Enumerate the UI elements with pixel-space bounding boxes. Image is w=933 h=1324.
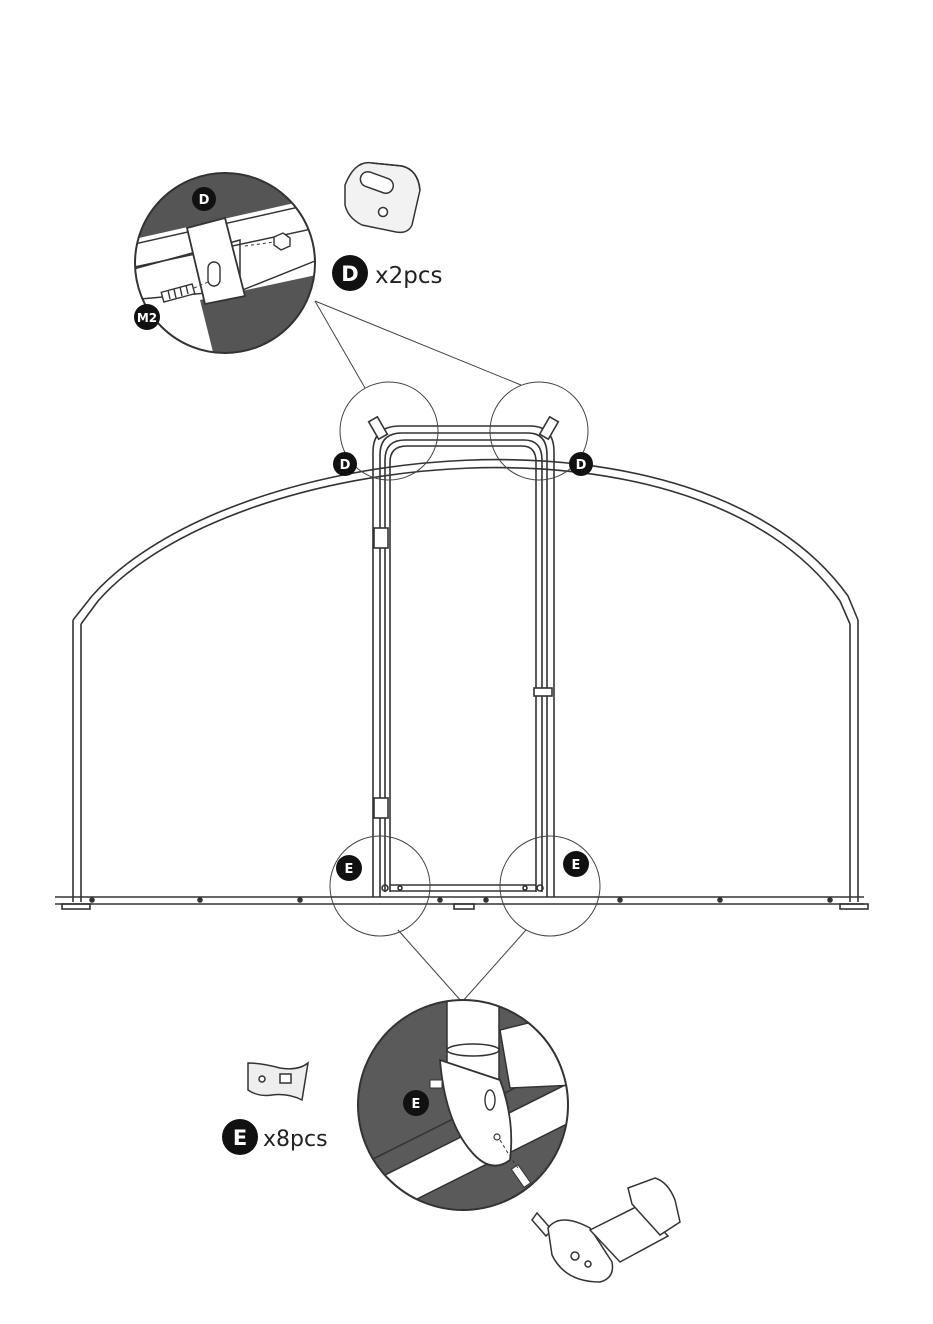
svg-text:x2pcs: x2pcs: [375, 263, 442, 289]
detail-top: [130, 170, 330, 360]
greenhouse-frame: [55, 417, 868, 909]
svg-text:E: E: [345, 862, 354, 877]
detail-bottom: [355, 998, 575, 1230]
part-e-bracket-icon: [248, 1063, 308, 1100]
svg-text:D: D: [340, 458, 351, 473]
badge-detail-bottom-e: E: [403, 1090, 429, 1116]
roof-arch-inner: [81, 468, 850, 624]
svg-text:x8pcs: x8pcs: [263, 1127, 328, 1152]
svg-text:E: E: [572, 858, 581, 873]
foot-right: [840, 904, 868, 909]
part-e-quantity: E x8pcs: [222, 1119, 328, 1155]
badge-top-right-d: D: [569, 452, 593, 476]
badge-bottom-left-e: E: [336, 855, 362, 881]
part-d-quantity: D x2pcs: [332, 255, 442, 291]
badge-top-left-d: D: [333, 452, 357, 476]
part-d-bracket-icon: [345, 163, 420, 233]
badge-screw-m2: M2: [134, 304, 160, 330]
callout-bottom-right: [500, 836, 600, 936]
badge-detail-top-d: D: [192, 187, 216, 211]
drill-icon: [532, 1178, 680, 1282]
svg-text:D: D: [576, 458, 587, 473]
svg-text:D: D: [341, 262, 358, 286]
svg-text:E: E: [233, 1126, 247, 1150]
svg-text:M2: M2: [137, 311, 157, 325]
svg-text:D: D: [199, 193, 210, 208]
roof-arch-outer: [73, 460, 858, 620]
door-frame: [373, 426, 554, 897]
badge-bottom-right-e: E: [563, 851, 589, 877]
foot-left: [62, 904, 90, 909]
svg-text:E: E: [412, 1097, 421, 1112]
